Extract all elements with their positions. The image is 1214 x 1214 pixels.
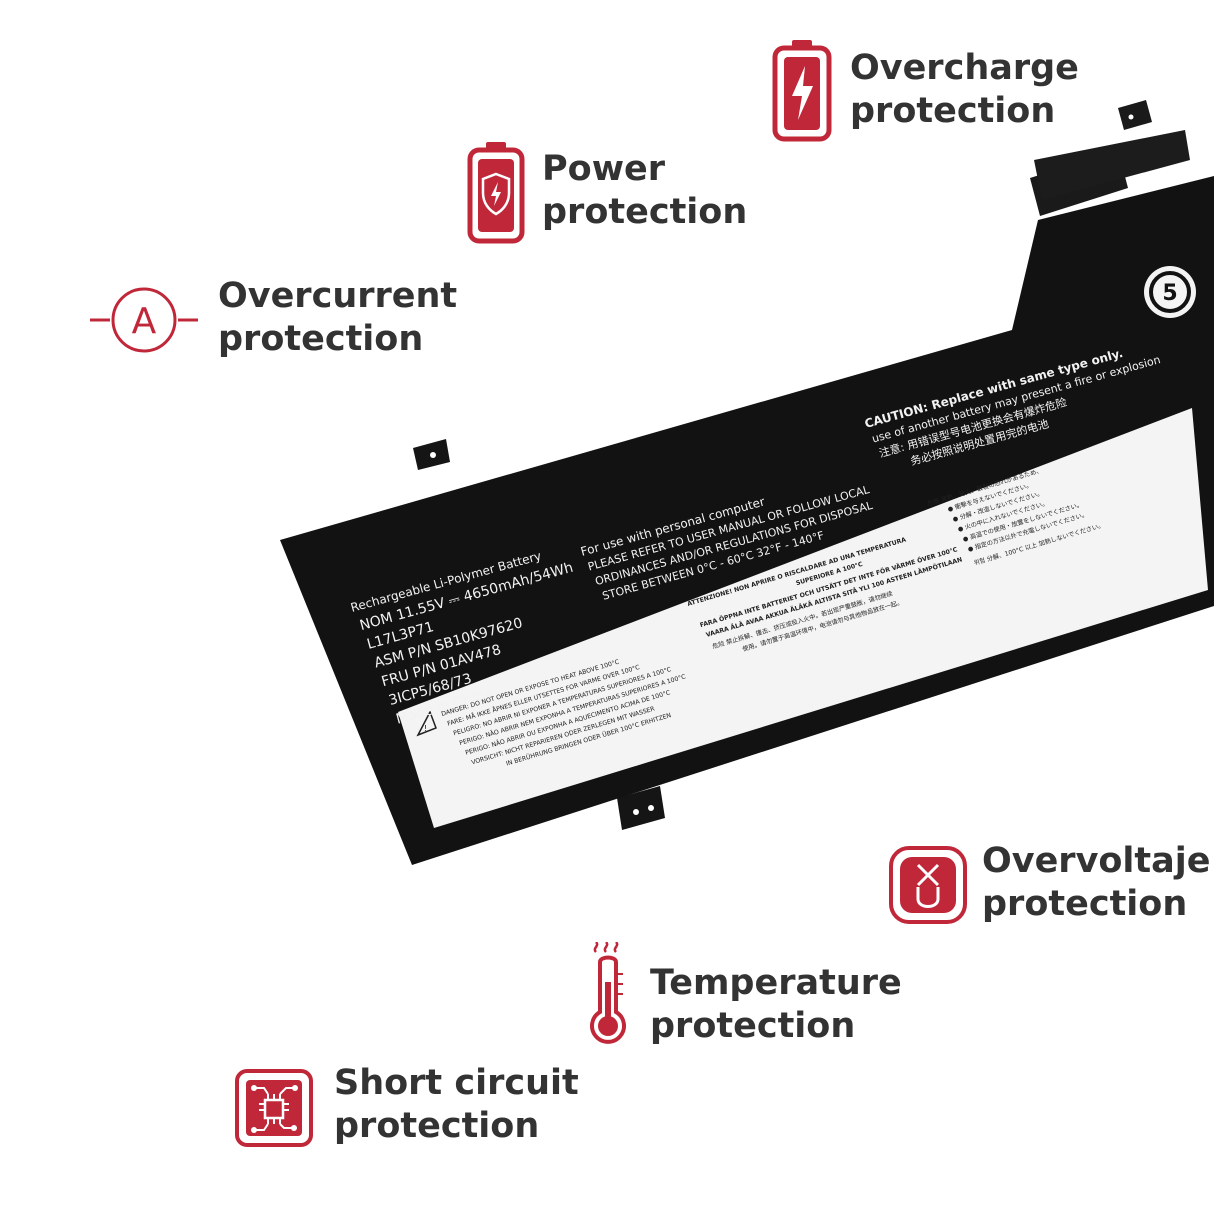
- battery-shield-icon: [467, 142, 525, 244]
- feature-title: Short circuit: [334, 1063, 579, 1103]
- feature-title: Overcurrent: [218, 276, 458, 316]
- warning-triangle-icon: !: [416, 710, 437, 737]
- feature-label: Power protection: [542, 148, 747, 234]
- feature-subtitle: protection: [982, 884, 1188, 924]
- feature-label: Short circuit protection: [334, 1062, 579, 1148]
- feature-subtitle: protection: [334, 1106, 540, 1146]
- feature-subtitle: protection: [542, 192, 748, 232]
- svg-text:!: !: [424, 724, 427, 733]
- circuit-chip-icon: [235, 1069, 313, 1147]
- ampere-letter: A: [132, 301, 157, 342]
- battery-charge-icon: [772, 40, 832, 142]
- recycle-badge-number: 5: [1162, 281, 1177, 306]
- thermometer-icon: [590, 942, 626, 1044]
- warning-label: [398, 408, 1208, 828]
- feature-title: Overcharge: [850, 48, 1079, 88]
- feature-label: Overcharge protection: [850, 47, 1079, 133]
- feature-label: Temperature protection: [650, 962, 902, 1048]
- voltage-icon: [889, 846, 967, 924]
- feature-label: Overvoltaje protection: [982, 840, 1211, 926]
- feature-title: Power: [542, 149, 666, 189]
- feature-subtitle: protection: [850, 91, 1056, 131]
- feature-label: Overcurrent protection: [218, 275, 457, 361]
- feature-title: Overvoltaje: [982, 841, 1211, 881]
- feature-subtitle: protection: [218, 319, 424, 359]
- ampere-icon: A: [90, 287, 198, 353]
- recycle-badge-icon: 5: [1144, 266, 1196, 318]
- feature-title: Temperature: [650, 963, 902, 1003]
- feature-subtitle: protection: [650, 1006, 856, 1046]
